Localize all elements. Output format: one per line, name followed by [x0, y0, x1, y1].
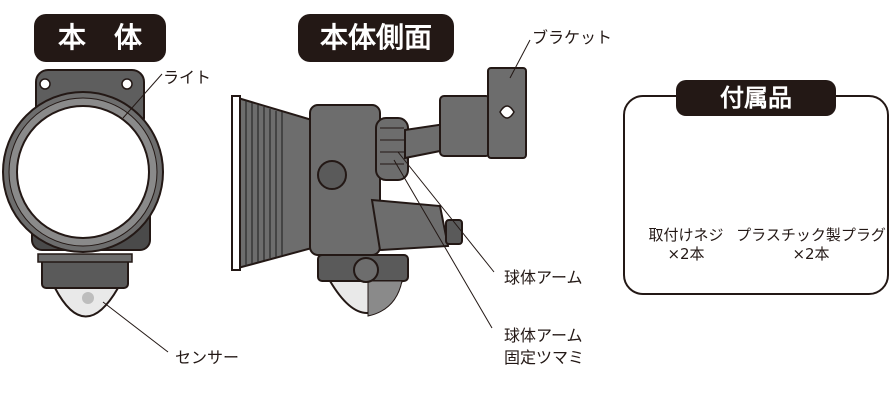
- heading-side-view: 本体側面: [298, 14, 454, 62]
- label-ball-arm: 球体アーム: [504, 268, 583, 287]
- label-ball-arm-knob-line1: 球体アーム: [504, 326, 583, 345]
- heading-main-body: 本 体: [34, 14, 166, 62]
- light-lens: [16, 105, 150, 239]
- label-bracket: ブラケット: [532, 28, 613, 47]
- label-sensor: センサー: [175, 348, 240, 367]
- label-light: ライト: [163, 68, 212, 87]
- side-view-device: [231, 39, 531, 329]
- label-ball-arm-knob-line2: 固定ツマミ: [504, 348, 585, 367]
- accessories-panel: [623, 95, 889, 295]
- screw-caption-line1: 取付けネジ: [648, 226, 724, 244]
- plug-caption-line2: ×2本: [792, 245, 830, 263]
- plug-caption-line1: プラスチック製プラグ: [736, 226, 886, 244]
- front-view-device: [2, 69, 169, 353]
- heading-accessories: 付属品: [676, 80, 836, 116]
- plug-caption: プラスチック製プラグ ×2本: [736, 226, 886, 264]
- screw-caption: 取付けネジ ×2本: [636, 226, 736, 264]
- screw-caption-line2: ×2本: [667, 245, 705, 263]
